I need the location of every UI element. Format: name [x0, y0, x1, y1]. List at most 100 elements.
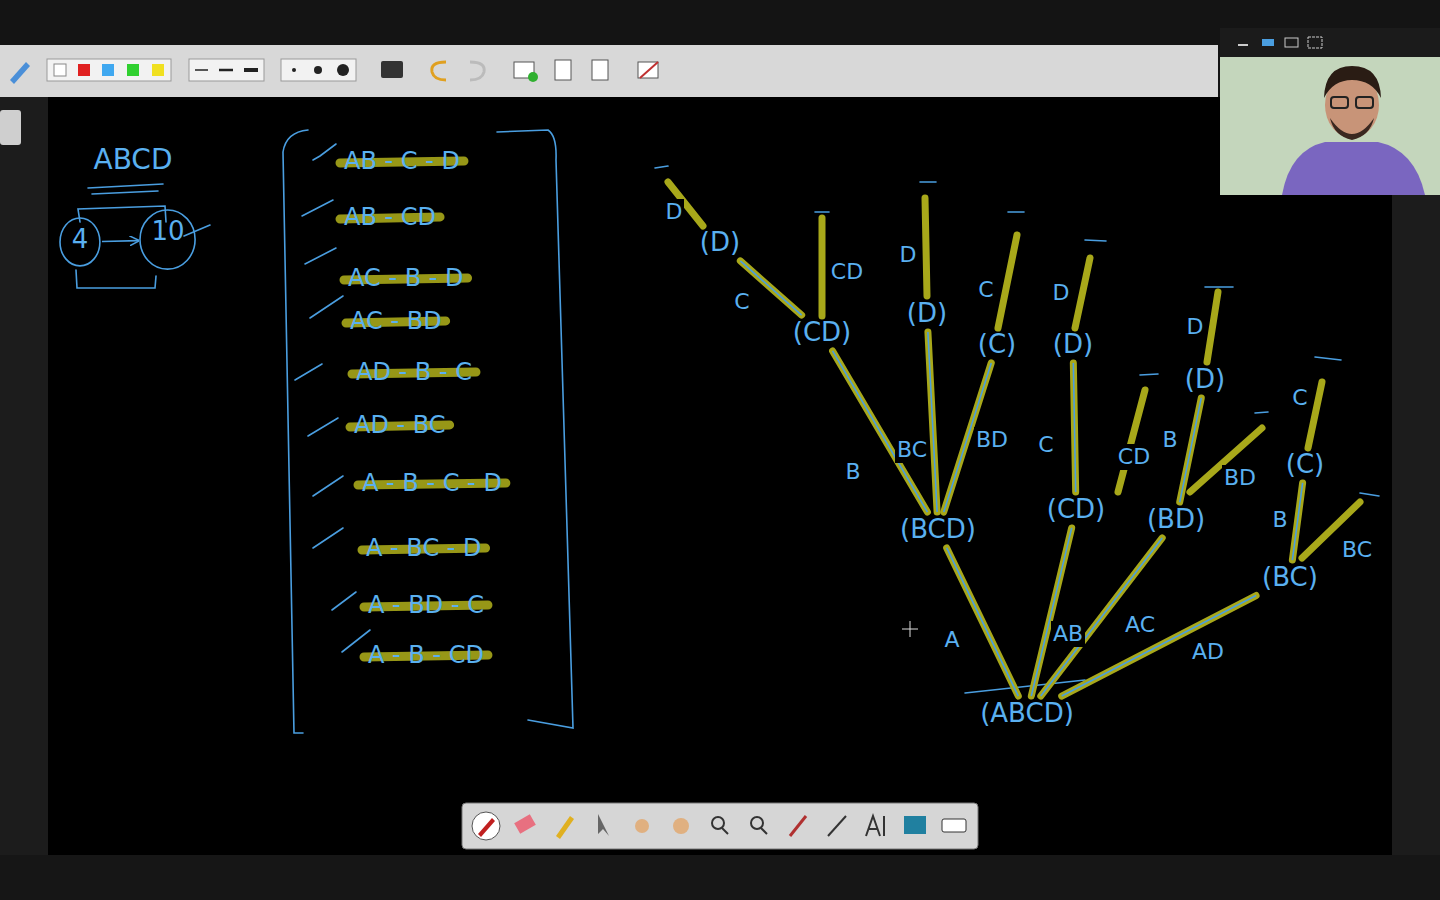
leaf-end-marks: [655, 166, 1379, 496]
partition-item: A - B - C - D: [362, 470, 502, 498]
pen-tool: [472, 812, 500, 840]
partition-node: (ABCD): [975, 697, 1079, 731]
partition-item: AC - BD: [350, 308, 442, 336]
toolbar: [0, 45, 1218, 97]
keyboard-tool: [942, 819, 966, 832]
count-circle: 10: [139, 209, 196, 270]
leaf-label: D: [1051, 280, 1072, 305]
partition-node: (D): [695, 226, 745, 260]
person-shirt: [1282, 142, 1425, 195]
leaf-label: D: [664, 199, 685, 224]
swatch: [78, 64, 90, 76]
connector: [1180, 398, 1202, 502]
connector: [947, 548, 1019, 696]
right-panel: [1392, 97, 1440, 855]
partition-node: (D): [1180, 363, 1230, 397]
partition-node: (BCD): [895, 513, 981, 547]
edge-label: AC: [1123, 612, 1157, 637]
edge-label: C: [1036, 432, 1055, 457]
partition-text: (D): [1053, 330, 1093, 360]
dot-icon: [292, 68, 296, 72]
swatch: [127, 64, 139, 76]
video-bar: [1220, 28, 1440, 57]
hand-tool: [673, 818, 689, 834]
highlight-stroke: [1292, 483, 1302, 560]
text-tool: [866, 816, 884, 836]
edge-label: A: [942, 627, 961, 652]
partition-text: (D): [1185, 365, 1225, 395]
connector: [1292, 483, 1302, 560]
connector: [102, 240, 139, 242]
partition-item: A - BC - D: [366, 535, 482, 563]
partition-text: (CD): [1047, 495, 1105, 525]
connector-line: [947, 548, 1019, 696]
check-mark: [313, 144, 336, 160]
connector-line: [1292, 483, 1302, 560]
redo-icon: [470, 62, 484, 80]
partition-item: AB - CD: [344, 204, 436, 232]
underline: [88, 184, 163, 188]
leaf-label: C: [1290, 385, 1309, 410]
leaf-label: C: [976, 277, 995, 302]
pen-tool: [478, 818, 495, 837]
highlight-stroke: [1062, 596, 1256, 697]
partition-text: (BD): [1147, 505, 1205, 535]
circle-outline: [140, 210, 195, 269]
page-icon: [592, 60, 608, 80]
person-glasses: [1331, 97, 1348, 108]
window-icon: [1285, 38, 1298, 47]
video-frame: [1220, 57, 1440, 195]
width-icon: [195, 69, 208, 71]
connector-line: [833, 351, 928, 512]
leaf-label: BC: [1340, 537, 1374, 562]
partition-item: AC - B - D: [348, 265, 464, 293]
pen-stroke: [184, 225, 210, 236]
marker-tool: [556, 816, 574, 839]
connector-line: [1180, 398, 1202, 502]
edge-label: B: [843, 459, 862, 484]
zoom-out-tool: [751, 817, 763, 829]
highlight-stroke: [1180, 398, 1202, 502]
undo-icon: [432, 62, 446, 80]
connector-line: [1062, 596, 1256, 697]
brush-tool: [790, 816, 806, 836]
width-icon: [244, 68, 258, 72]
window-icon: [1308, 37, 1322, 48]
check-mark: [308, 418, 338, 436]
dot-group: [281, 59, 356, 81]
check-mark: [310, 296, 343, 318]
edge-label: B: [1270, 507, 1289, 532]
connector: [928, 332, 937, 512]
swatch: [54, 64, 66, 76]
left-bracket: [283, 130, 308, 733]
edge-label: BC: [895, 437, 929, 462]
zoom-in-tool: [712, 817, 724, 829]
highlight-stroke: [947, 548, 1019, 696]
check-mark: [302, 200, 333, 216]
edge-label: C: [732, 289, 751, 314]
window-icon: [1262, 39, 1274, 46]
count-number: 10: [151, 217, 184, 247]
dot-icon: [337, 64, 349, 76]
leaf-label: CD: [829, 259, 865, 284]
partition-node: (D): [902, 297, 952, 331]
clear-icon: [638, 62, 658, 78]
partition-text: (C): [1286, 450, 1324, 480]
highlight-stroke: [1073, 363, 1075, 492]
person-glasses: [1356, 97, 1373, 108]
check-mark: [342, 630, 370, 652]
board-icon: [381, 61, 403, 78]
partition-item: AB - C - D: [344, 148, 460, 176]
partition-node: (BC): [1257, 561, 1323, 595]
count-circle: 4: [59, 217, 101, 267]
partition-node: (CD): [788, 316, 856, 350]
connector-line: [928, 332, 937, 512]
connector: [1062, 596, 1256, 697]
page-icon: [528, 72, 538, 82]
highlight-stroke: [833, 351, 928, 512]
image-tool: [904, 816, 926, 834]
enclosing-box: [76, 270, 156, 288]
partition-node: (D): [1048, 328, 1098, 362]
